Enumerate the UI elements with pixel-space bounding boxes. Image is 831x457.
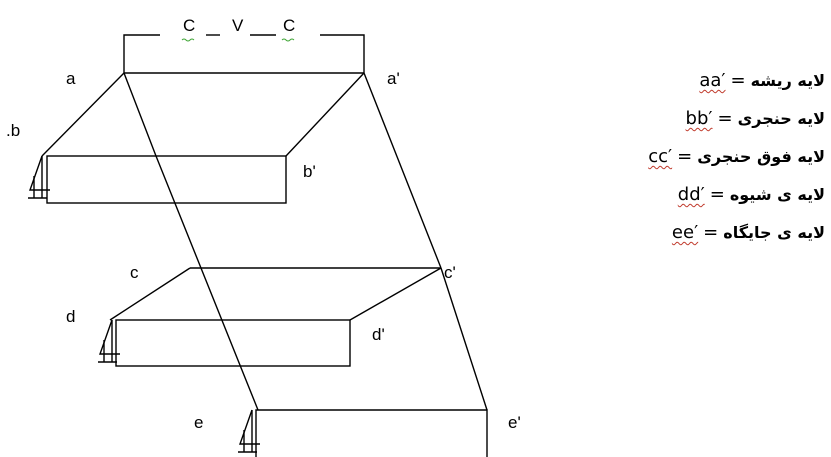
legend-label-dd: لایه ی شیوه: [729, 185, 825, 204]
supralaryngeal-to-place-right: [440, 267, 488, 411]
spellcheck-underline-1: [181, 38, 195, 42]
legend-row-bb: bb′=لایه حنجری: [686, 108, 825, 130]
legend-equals-bb: =: [717, 108, 733, 129]
bracket-right-arm: [320, 34, 365, 73]
legend-code-cc: cc′: [648, 146, 673, 167]
legend-row-aa: aa′=لایه ریشه: [699, 70, 825, 92]
legend-code-ee: ee′: [671, 222, 699, 243]
bracket-label-c1: C: [183, 16, 195, 35]
node-label-e: e: [194, 413, 203, 432]
central-spine-line: [155, 155, 259, 411]
bracket-left-arm: [123, 34, 160, 73]
legend-code-aa: aa′: [699, 70, 726, 91]
legend-row-dd: dd′=لایه ی شیوه: [678, 184, 825, 206]
triangle-mark-middle: [98, 319, 120, 363]
legend-label-ee: لایه ی جایگاه: [723, 223, 825, 242]
root-to-supralaryngeal-right: [363, 72, 442, 269]
triangle-mark-upper: [28, 155, 50, 199]
legend-label-cc: لایه فوق حنجری: [697, 147, 825, 166]
laryngeal-layer-box: [46, 155, 287, 204]
legend-equals-aa: =: [730, 70, 746, 91]
spellcheck-underline-2: [281, 38, 295, 42]
legend-equals-cc: =: [677, 146, 693, 167]
manner-layer-box: [115, 319, 351, 367]
place-layer-box: [255, 409, 488, 457]
node-label-d: d: [66, 307, 75, 326]
legend-code-dd: dd′: [677, 184, 705, 205]
node-label-c: c: [130, 263, 139, 282]
root-to-laryngeal-right: [285, 72, 365, 157]
node-label-a: a: [66, 69, 76, 88]
legend-equals-dd: =: [709, 184, 725, 205]
bracket-label-v: V: [232, 16, 244, 35]
node-label-d-prime: d': [372, 325, 385, 344]
cvc-bracket: C V C: [123, 16, 365, 73]
legend-label-aa: لایه ریشه: [750, 71, 825, 90]
supralaryngeal-to-manner-right: [349, 267, 442, 321]
supralaryngeal-to-manner-left: [109, 267, 191, 321]
node-label-a-prime: a': [387, 69, 400, 88]
legend-row-cc: cc′=لایه فوق حنجری: [648, 146, 825, 168]
node-label-b-prime: b': [303, 162, 316, 181]
legend-equals-ee: =: [703, 222, 719, 243]
node-label-b: .b: [6, 121, 20, 140]
legend-label-bb: لایه حنجری: [737, 109, 825, 128]
legend-row-ee: ee′=لایه ی جایگاه: [672, 222, 825, 244]
bracket-label-c2: C: [283, 16, 295, 35]
legend-code-bb: bb′: [685, 108, 713, 129]
triangle-mark-lower: [238, 409, 260, 453]
node-label-c-prime: c': [444, 263, 456, 282]
node-label-e-prime: e': [508, 413, 521, 432]
root-stem-line: [123, 72, 157, 157]
root-to-laryngeal-left: [41, 72, 125, 157]
